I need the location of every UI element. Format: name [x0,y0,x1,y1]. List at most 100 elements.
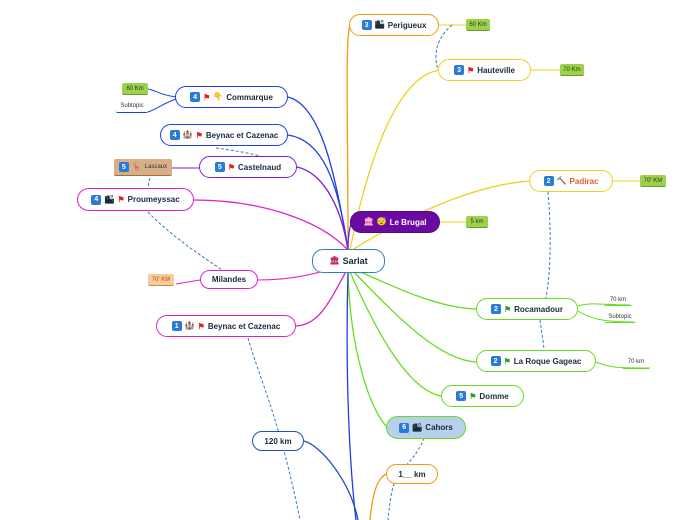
tag-hauteville-distance: 70 Km [560,64,584,76]
town-icon: 🏙 [104,194,115,204]
priority-badge: 5 [118,162,129,172]
green-flag-icon: ⚑ [469,391,477,401]
node-km-bottom[interactable]: 1__ km [386,464,438,484]
link-padirac [351,180,531,251]
link-main-bottom [346,271,357,520]
node-label: Le Brugal [389,217,427,227]
node-commarque[interactable]: 4 ⚑ 👇 Commarque [175,86,288,108]
green-flag-icon: ⚑ [503,356,511,366]
node-milandes[interactable]: Milandes [200,270,258,289]
tag-brugal-distance: 5 km [466,216,488,228]
root-node-sarlat[interactable]: 🏛 Sarlat [312,249,385,273]
node-beynac-et-cazenac-top[interactable]: 4 🏰 ⚑ Beynac et Cazenac [160,124,288,146]
tag-milandes-distance: 70' KM [148,274,174,286]
node-le-brugal[interactable]: 🏛 😴 Le Brugal [350,211,440,233]
node-padirac[interactable]: 2 🔨 Padirac [529,170,613,192]
red-flag-icon: ⚑ [203,92,211,102]
node-label: Commarque [226,92,273,102]
tag-line-milandes [175,279,201,285]
tag-padirac-distance: 70' KM [640,175,666,187]
tag-line-rocamadour [577,303,631,307]
tag-commarque-distance: 60 Km [122,83,148,95]
link-rocamadour [351,267,477,310]
tag-line-commarque [147,88,177,98]
priority-badge: 3 [454,65,465,75]
town-icon: 🏙 [374,20,385,29]
node-label: Proumeyssac [127,195,180,204]
tag-commarque-subtopic: Subtopic [116,100,148,113]
node-label: La Roque Gageac [513,356,582,366]
node-label: Lascaux [144,164,168,170]
red-flag-icon: ⚑ [117,195,125,204]
node-proumeyssac[interactable]: 4 🏙 ⚑ Proumeyssac [77,188,194,211]
node-label: Castelnaud [238,162,282,172]
relation-padirac-rocamadour [545,191,551,299]
node-label: Rocamadour [514,304,564,314]
pointing-hand-icon: 👇 [213,92,224,101]
castle-icon: 🏰 [182,130,193,139]
priority-badge: 5 [456,391,467,401]
node-domme[interactable]: 5 ⚑ Domme [441,385,524,407]
node-label: Hauteville [477,65,515,75]
node-hauteville[interactable]: 3 ⚑ Hauteville [438,59,531,81]
node-label: Domme [479,391,509,401]
link-perigueux [346,24,351,251]
priority-badge: 4 [190,92,201,102]
red-flag-icon: ⚑ [197,321,205,331]
tag-laroque-distance: 70 km [622,356,650,369]
red-flag-icon: ⚑ [227,162,236,172]
priority-badge: 2 [543,176,554,186]
link-km-bottom [369,473,387,520]
red-flag-icon: ⚑ [195,130,203,140]
link-proumeyssac [193,199,349,251]
tag-line-laroque [595,361,651,369]
monument-icon: 🏛 [329,256,340,265]
castle-icon: 🏰 [184,321,195,330]
face-icon: 😴 [376,217,387,226]
tag-rocamadour-subtopic: Subtopic [604,311,636,323]
node-cahors[interactable]: 6 🏙 Cahors [386,416,466,439]
link-beynac-bottom [295,267,349,327]
node-rocamadour[interactable]: 2 ⚑ Rocamadour [476,298,578,320]
node-la-roque-gageac[interactable]: 2 ⚑ La Roque Gageac [476,350,596,372]
tools-icon: 🔨 [556,176,567,185]
root-label: Sarlat [342,256,368,266]
link-cahors [347,271,388,428]
link-castelnaud [296,166,349,251]
relation-proumeyssac-milandes [147,211,223,271]
relation-rocamadour-laroque [539,319,545,353]
tag-rocamadour-distance: 70 km [604,294,632,306]
node-castelnaud[interactable]: 5 ⚑ Castelnaud [199,156,297,178]
priority-badge: 3 [361,20,372,30]
link-domme [349,271,442,397]
green-flag-icon: ⚑ [503,304,512,314]
red-flag-icon: ⚑ [467,65,475,75]
priority-badge: 2 [490,304,501,314]
node-lascaux[interactable]: 5 🦌 Lascaux [114,159,172,176]
tag-perigueux-distance: 60 Km [466,19,490,31]
tag-line-rocamadour-sub [577,310,635,323]
priority-badge: 4 [91,194,102,205]
town-icon: 🏙 [412,422,423,432]
priority-badge: 6 [399,422,410,433]
node-beynac-et-cazenac-bottom[interactable]: 1 🏰 ⚑ Beynac et Cazenac [156,315,296,337]
node-label: Beynac et Cazenac [205,130,279,140]
priority-badge: 5 [214,162,225,172]
tag-line-commarque-sub [147,98,177,113]
priority-badge: 2 [490,356,501,366]
node-label: Cahors [425,423,453,432]
node-label: 120 km [264,436,292,446]
priority-badge: 1 [171,321,182,331]
link-laroque [351,269,477,363]
node-label: 1__ km [398,469,426,479]
node-120-km[interactable]: 120 km [252,431,304,451]
node-label: Beynac et Cazenac [207,321,281,331]
node-perigueux[interactable]: 3 🏙 Perigueux [349,14,439,36]
relation-beynac-castelnaud [215,147,261,157]
priority-badge: 4 [169,130,180,140]
cave-icon: 🦌 [131,162,142,171]
link-beynac-top [287,134,349,251]
relation-beynac-120km [247,337,301,520]
relation-perigueux-hauteville [435,24,453,71]
